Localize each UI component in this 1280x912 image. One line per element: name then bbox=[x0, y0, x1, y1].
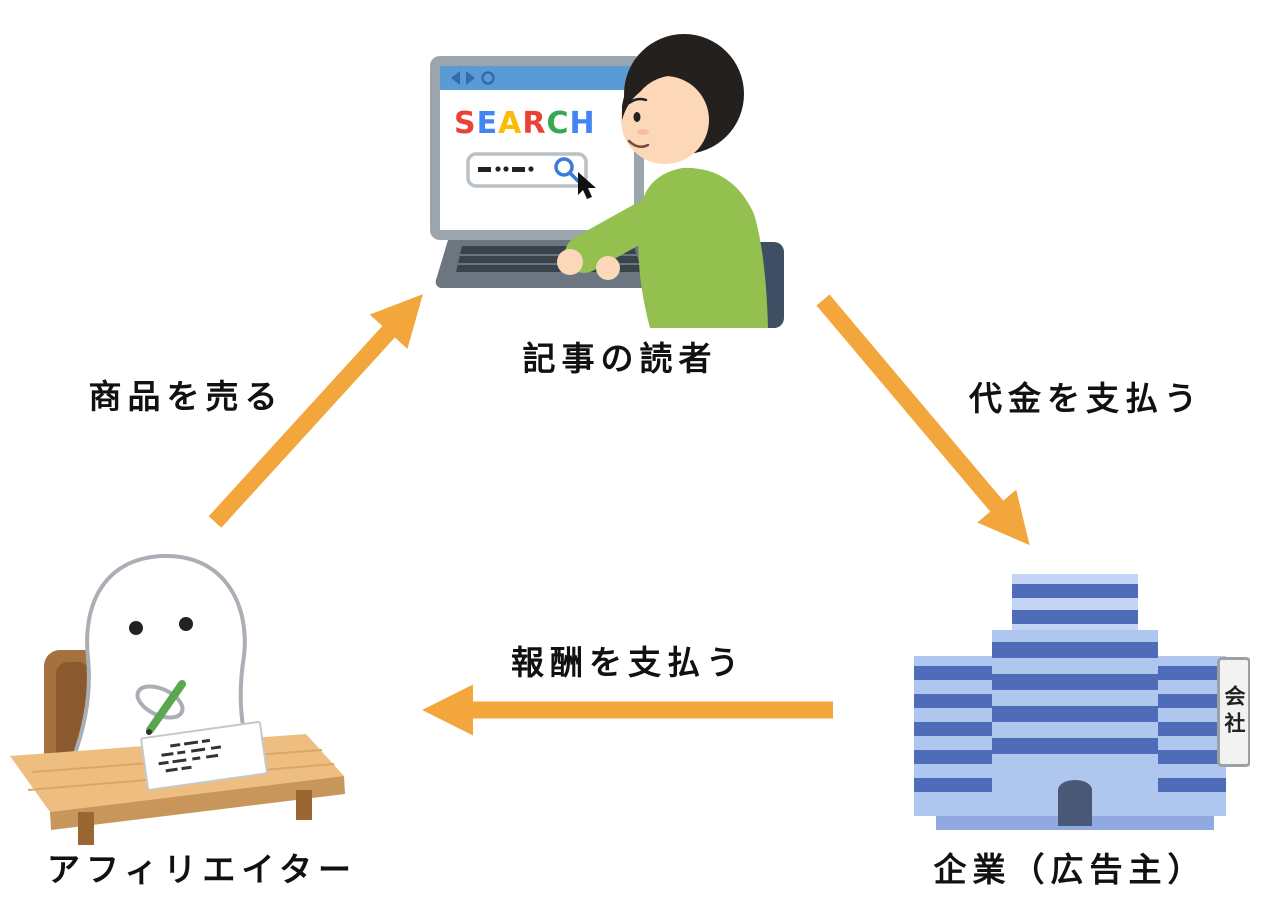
reader-person bbox=[557, 34, 768, 328]
affiliater-illustration-svg bbox=[10, 553, 345, 845]
company-sign: 会社 bbox=[1218, 658, 1250, 766]
door bbox=[1058, 780, 1092, 826]
magnifier-icon bbox=[554, 157, 580, 183]
search-screen-text: SEARCH bbox=[454, 106, 596, 141]
paper bbox=[140, 721, 268, 791]
arrow-pay-price bbox=[816, 294, 1030, 546]
reader-label: 記事の読者 bbox=[522, 339, 718, 378]
cursor-icon bbox=[578, 172, 596, 199]
advertiser-label: 企業（広告主） bbox=[933, 850, 1207, 889]
pay-price-label: 代金を支払う bbox=[969, 379, 1203, 418]
office-building-icon bbox=[914, 574, 1226, 830]
reader-illustration-svg bbox=[430, 34, 784, 328]
advertiser-illustration-svg bbox=[914, 574, 1251, 830]
affiliater-illustration bbox=[8, 550, 348, 845]
sell-product-label: 商品を売る bbox=[88, 377, 284, 416]
advertiser-illustration: 会社 bbox=[900, 568, 1251, 838]
pen-icon bbox=[146, 680, 186, 734]
affiliater-label: アフィリエイター bbox=[46, 850, 358, 889]
reader-illustration: SEARCH bbox=[418, 6, 790, 328]
arrow-sell-product bbox=[208, 294, 423, 528]
pay-reward-label: 報酬を支払う bbox=[511, 643, 745, 682]
